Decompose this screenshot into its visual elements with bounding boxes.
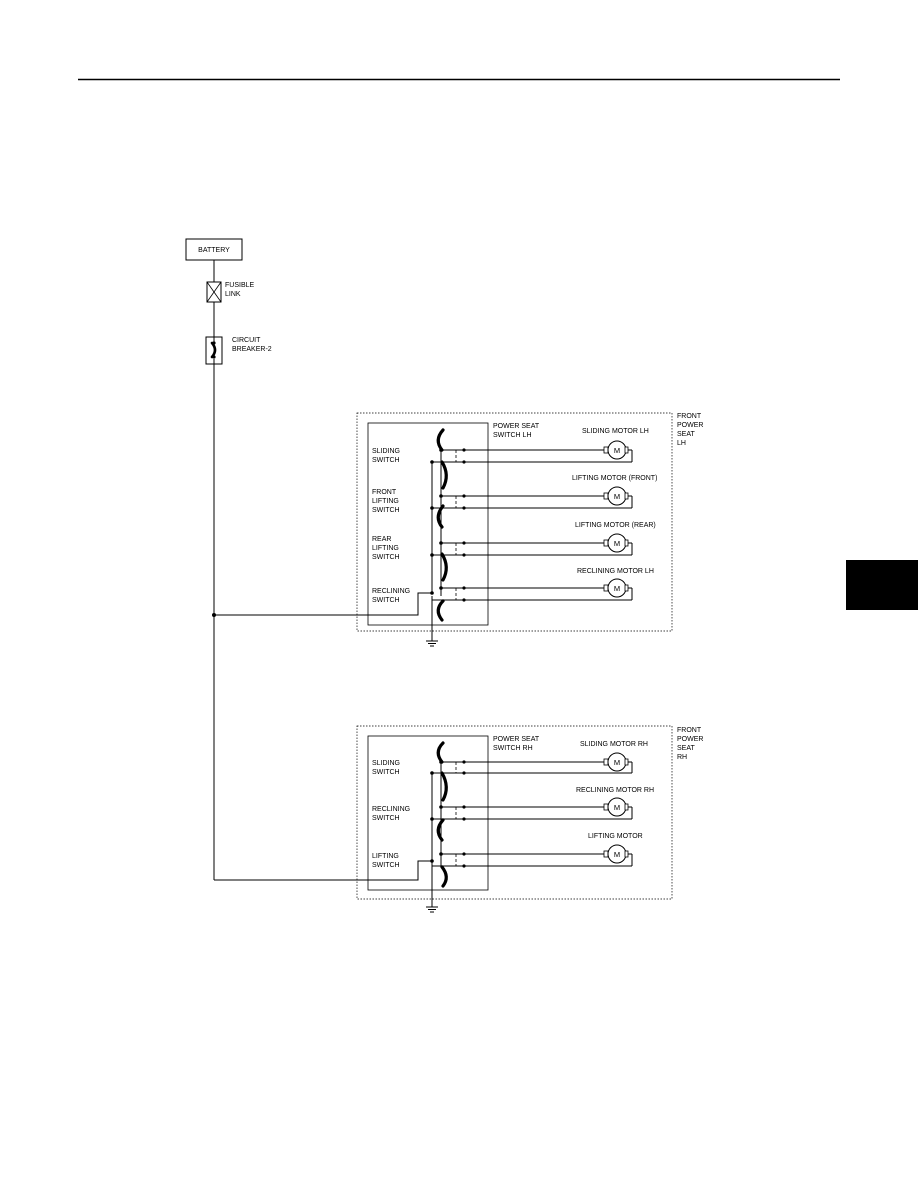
circuit-breaker-label-2: BREAKER-2 bbox=[232, 346, 272, 353]
rh-motor-symbol-lifting: M bbox=[614, 850, 620, 859]
rh-unit-label-4: RH bbox=[677, 754, 687, 761]
lh-switch-label-reclining-2: SWITCH bbox=[372, 597, 400, 604]
lh-contact-1 bbox=[436, 428, 445, 452]
rh-switch-label-lifting-1: LIFTING bbox=[372, 853, 399, 860]
lh-unit-label-3: SEAT bbox=[677, 431, 695, 438]
rh-switch-box bbox=[367, 735, 489, 891]
rh-contact-1 bbox=[436, 741, 445, 764]
front-power-seat-lh: FRONT POWER SEAT LH POWER SEAT SWITCH LH… bbox=[356, 412, 703, 647]
rh-ground-icon bbox=[426, 906, 438, 913]
lh-motor-group-sliding bbox=[430, 440, 633, 464]
circuit-breaker-icon bbox=[205, 336, 223, 365]
rh-switch-label-reclining-2: SWITCH bbox=[372, 815, 400, 822]
rh-switch-box-label-2: SWITCH RH bbox=[493, 745, 533, 752]
lh-motor-symbol-sliding: M bbox=[614, 446, 620, 455]
lh-switch-box-label-2: SWITCH LH bbox=[493, 432, 532, 439]
rh-contact-3 bbox=[436, 818, 445, 842]
lh-switch-label-front-1: FRONT bbox=[372, 489, 397, 496]
lh-switch-label-rear-3: SWITCH bbox=[372, 554, 400, 561]
lh-switch-box-label-1: POWER SEAT bbox=[493, 423, 540, 430]
lh-motor-group-rear-lifting bbox=[430, 533, 633, 557]
rh-motor-group-lifting bbox=[430, 844, 633, 868]
rh-switch-label-sliding-2: SWITCH bbox=[372, 769, 400, 776]
rh-feed-wire bbox=[214, 860, 432, 881]
fusible-link-label-2: LINK bbox=[225, 291, 241, 298]
lh-switch-label-sliding-2: SWITCH bbox=[372, 457, 400, 464]
lh-motor-symbol-reclining: M bbox=[614, 584, 620, 593]
lh-switch-label-front-3: SWITCH bbox=[372, 507, 400, 514]
rh-switch-label-lifting-2: SWITCH bbox=[372, 862, 400, 869]
rh-switch-box-label-1: POWER SEAT bbox=[493, 736, 540, 743]
fusible-link-icon bbox=[206, 281, 222, 303]
lh-switch-label-rear-1: REAR bbox=[372, 536, 391, 543]
rh-contact-4 bbox=[440, 865, 448, 888]
lh-contact-2 bbox=[440, 460, 448, 490]
fusible-link-label-1: FUSIBLE bbox=[225, 282, 255, 289]
rh-switch-label-sliding-1: SLIDING bbox=[372, 760, 400, 767]
lh-motor-symbol-rear-lifting: M bbox=[614, 539, 620, 548]
lh-motor-group-reclining bbox=[430, 578, 633, 602]
rh-motor-symbol-reclining: M bbox=[614, 803, 620, 812]
lh-motor-label-front-lifting: LIFTING MOTOR (FRONT) bbox=[572, 475, 657, 482]
rh-motor-label-reclining: RECLINING MOTOR RH bbox=[576, 787, 654, 794]
lh-motor-symbol-front-lifting: M bbox=[614, 492, 620, 501]
rh-motor-label-lifting: LIFTING MOTOR bbox=[588, 833, 643, 840]
lh-switch-label-reclining-1: RECLINING bbox=[372, 588, 410, 595]
rh-unit-label-3: SEAT bbox=[677, 745, 695, 752]
rh-switch-label-reclining-1: RECLINING bbox=[372, 806, 410, 813]
circuit-breaker-label-1: CIRCUIT bbox=[232, 337, 261, 344]
lh-switch-label-front-2: LIFTING bbox=[372, 498, 399, 505]
rh-unit-label-1: FRONT bbox=[677, 727, 702, 734]
lh-unit-label-4: LH bbox=[677, 440, 686, 447]
rh-unit-label-2: POWER bbox=[677, 736, 703, 743]
rh-motor-label-sliding: SLIDING MOTOR RH bbox=[580, 741, 648, 748]
lh-unit-label-1: FRONT bbox=[677, 413, 702, 420]
lh-switch-box bbox=[367, 422, 489, 626]
rh-motor-group-reclining bbox=[430, 797, 633, 821]
lh-motor-label-sliding: SLIDING MOTOR LH bbox=[582, 428, 649, 435]
lh-ground-icon bbox=[426, 640, 438, 647]
rh-unit-box bbox=[356, 725, 673, 900]
lh-motor-label-rear-lifting: LIFTING MOTOR (REAR) bbox=[575, 522, 656, 529]
lh-motor-group-front-lifting bbox=[430, 486, 633, 510]
battery-label: BATTERY bbox=[198, 247, 230, 254]
lh-switch-label-rear-2: LIFTING bbox=[372, 545, 399, 552]
lh-unit-box bbox=[356, 412, 673, 632]
rh-contact-2 bbox=[440, 771, 448, 802]
rh-motor-group-sliding bbox=[430, 752, 633, 775]
section-tab bbox=[846, 560, 918, 610]
lh-unit-label-2: POWER bbox=[677, 422, 703, 429]
lh-feed-wire bbox=[214, 592, 432, 616]
lh-contact-5 bbox=[436, 599, 445, 622]
lh-switch-label-sliding-1: SLIDING bbox=[372, 448, 400, 455]
lh-contact-4 bbox=[440, 552, 448, 582]
front-power-seat-rh: FRONT POWER SEAT RH POWER SEAT SWITCH RH… bbox=[356, 725, 703, 913]
lh-motor-label-reclining: RECLINING MOTOR LH bbox=[577, 568, 654, 575]
rh-motor-symbol-sliding: M bbox=[614, 758, 620, 767]
